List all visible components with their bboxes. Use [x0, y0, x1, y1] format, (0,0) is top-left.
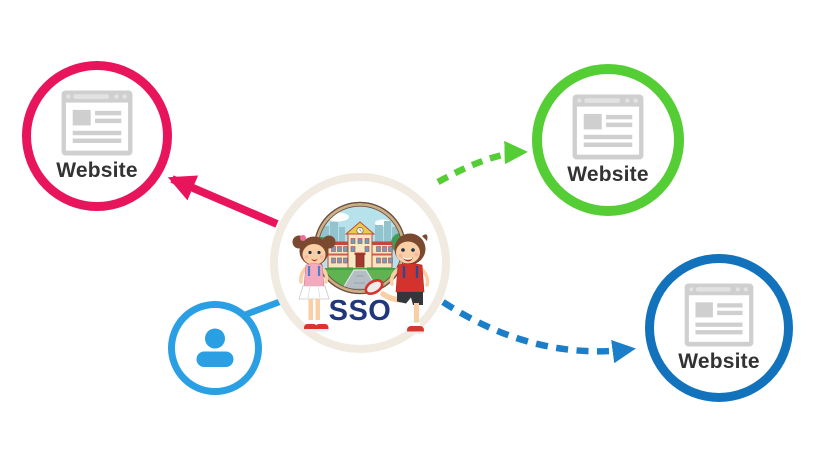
- website-label: Website: [678, 349, 760, 373]
- website-node-bottom-right: Website: [645, 254, 793, 402]
- website-label: Website: [56, 158, 138, 182]
- boy-character: [364, 233, 430, 335]
- sso-node: SSO: [270, 173, 450, 353]
- browser-window-icon: [572, 94, 644, 160]
- arrow-sso-to-website-green: [436, 140, 528, 185]
- website-node-top-left: Website: [22, 61, 172, 211]
- website-label: Website: [567, 162, 649, 186]
- website-node-top-right: Website: [532, 64, 684, 216]
- girl-character: [292, 235, 336, 332]
- school-kids-illustration: [292, 201, 430, 335]
- user-node: [168, 301, 262, 395]
- browser-window-icon: [684, 283, 754, 347]
- arrow-sso-to-website-pink: [167, 175, 279, 228]
- arrow-sso-to-website-blue: [441, 299, 636, 364]
- user-icon: [196, 328, 234, 367]
- browser-window-icon: [61, 90, 133, 156]
- sso-label: SSO: [328, 295, 392, 327]
